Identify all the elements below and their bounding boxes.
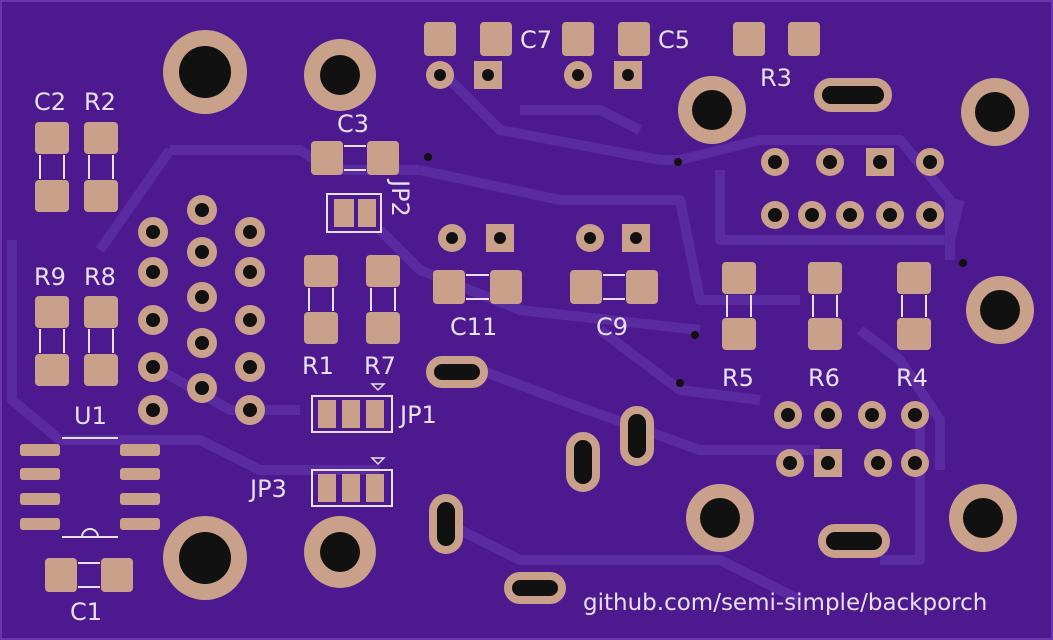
label-r3: R3 [760,64,792,92]
label-u1: U1 [74,402,107,430]
label-r7: R7 [364,352,396,380]
cap-th-pins [426,61,650,252]
header-pins-right-bottom [774,401,929,477]
url-label: github.com/semi-simple/backporch [583,590,987,616]
label-c2: C2 [34,88,66,116]
jumpers [311,193,393,507]
label-c9: C9 [596,313,628,341]
label-jp2: JP2 [386,178,414,217]
label-r6: R6 [808,364,840,392]
label-c11: C11 [450,313,497,341]
label-jp1: JP1 [398,401,437,429]
vias [424,153,967,387]
header-pins-left [138,195,265,425]
label-c3: C3 [337,110,369,138]
label-r9: R9 [34,263,66,291]
label-r8: R8 [84,263,116,291]
label-c1: C1 [70,598,102,626]
mounting-holes [163,30,1034,600]
silk-labels: C2 R2 C3 C7 C5 R3 R9 R8 U1 R1 R7 C11 C9 … [34,26,987,626]
label-r4: R4 [896,364,928,392]
smd-pads [20,22,931,592]
label-c7: C7 [520,26,552,54]
header-pins-right-top [761,148,944,229]
label-r2: R2 [84,88,116,116]
label-c5: C5 [658,26,690,54]
label-r1: R1 [302,352,334,380]
silk-outlines [39,145,927,588]
label-r5: R5 [722,364,754,392]
slot-pads [426,78,892,604]
label-jp3: JP3 [248,475,287,503]
